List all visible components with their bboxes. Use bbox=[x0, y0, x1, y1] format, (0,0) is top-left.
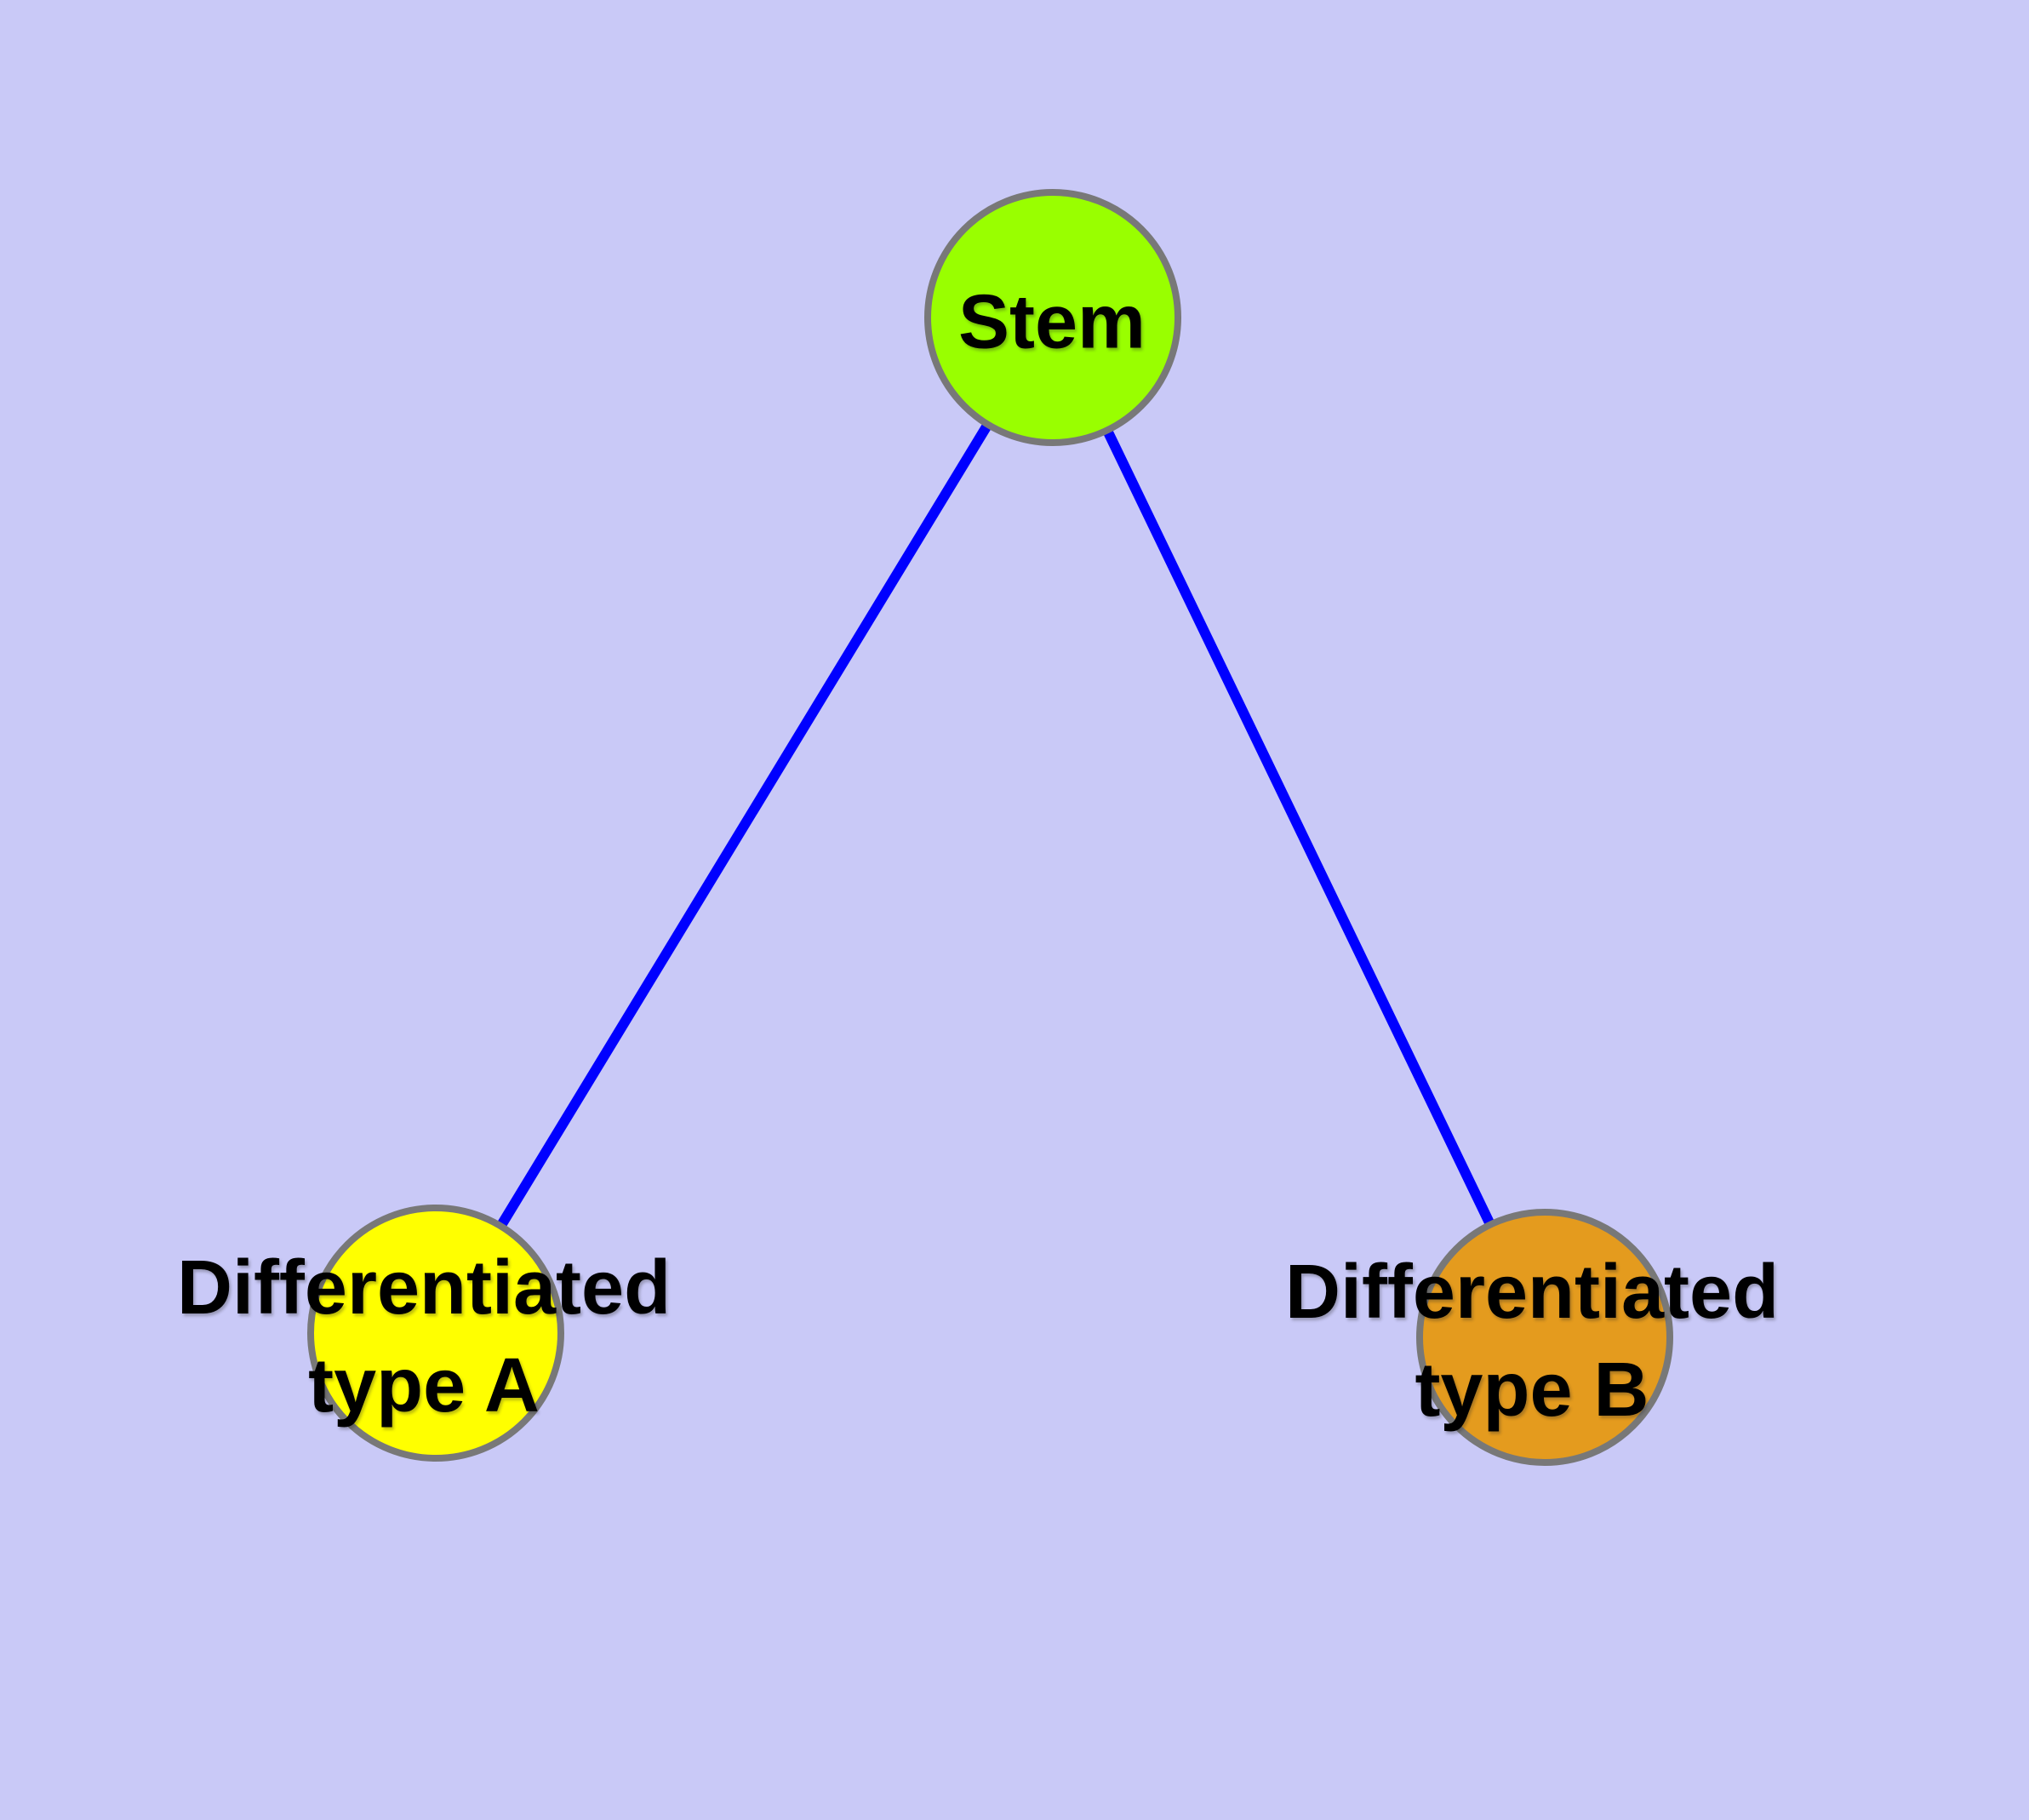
stem-label-line: Stem bbox=[957, 279, 1146, 365]
edge-stem-to-type-a bbox=[431, 314, 1058, 1336]
type-b-node-circle bbox=[1416, 1209, 1673, 1466]
type-b-node-label: Differentiated type B bbox=[1285, 1244, 1779, 1439]
type-b-label-line1: Differentiated bbox=[1284, 1250, 1780, 1335]
stem-node-circle bbox=[924, 189, 1181, 446]
type-a-label-line1: Differentiated bbox=[176, 1245, 672, 1331]
type-a-node-label: Differentiated type A bbox=[177, 1239, 671, 1435]
type-b-label-line2: type B bbox=[1415, 1348, 1649, 1433]
edge-stem-to-type-b bbox=[1048, 315, 1550, 1340]
type-a-label-line2: type A bbox=[308, 1343, 540, 1428]
type-a-node-circle bbox=[307, 1205, 564, 1462]
stem-node-label: Stem bbox=[958, 274, 1146, 372]
